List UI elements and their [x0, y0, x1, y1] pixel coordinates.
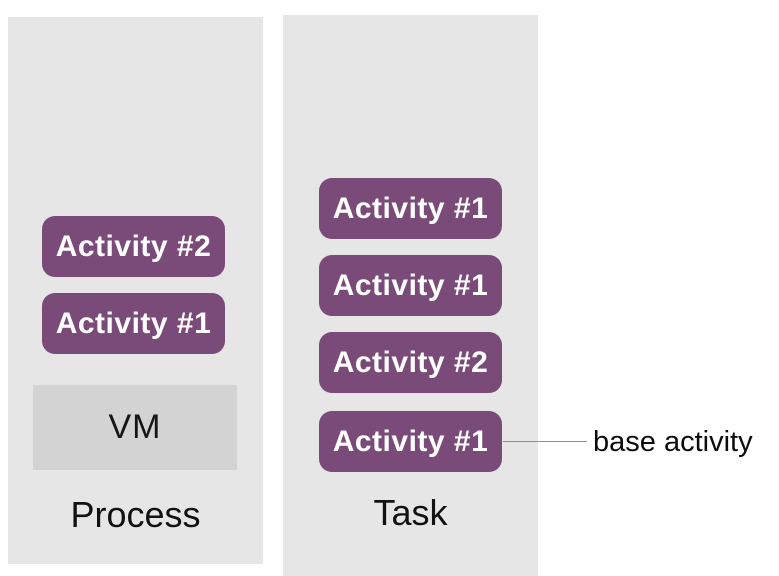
base-activity-label: base activity — [593, 426, 753, 458]
task-activity-top-box: Activity #1 — [319, 178, 502, 239]
task-base-activity-box: Activity #1 — [319, 411, 502, 472]
task-activity-second-box: Activity #1 — [319, 255, 502, 316]
task-label: Task — [373, 492, 448, 533]
vm-box: VM — [33, 385, 237, 470]
process-activity-1-box: Activity #1 — [42, 293, 225, 354]
process-label: Process — [70, 494, 201, 535]
process-panel: Activity #2 Activity #1 VM Process — [8, 17, 263, 564]
task-activity-third-box: Activity #2 — [319, 332, 502, 393]
task-panel: Activity #1 Activity #1 Activity #2 Acti… — [283, 15, 538, 576]
connector-line — [503, 441, 587, 442]
process-activity-2-box: Activity #2 — [42, 216, 225, 277]
